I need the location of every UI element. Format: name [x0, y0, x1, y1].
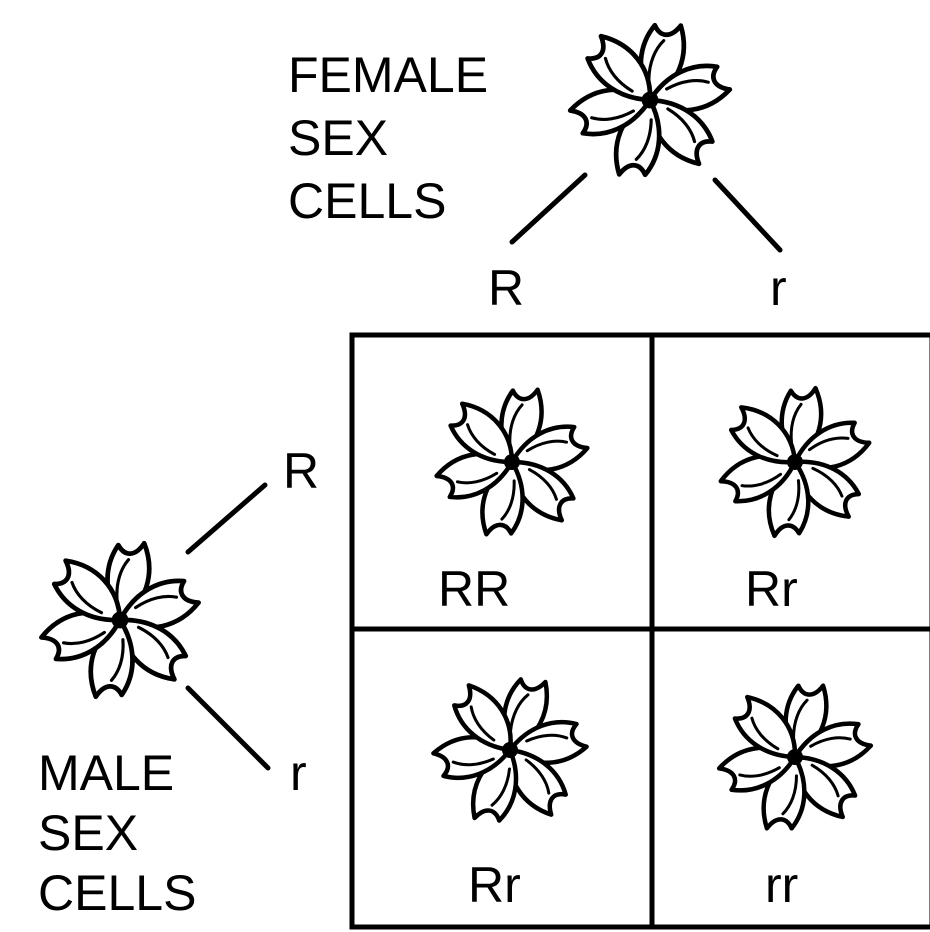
female-allele-right: r [770, 260, 787, 316]
male-branch-line-top [185, 482, 268, 555]
female-label-line-1: FEMALE [288, 47, 488, 103]
female-label-line-3: CELLS [288, 173, 446, 229]
male-branch-line-bottom [185, 685, 271, 771]
male-allele-top: R [283, 443, 319, 499]
punnett-grid [349, 332, 930, 930]
male-label-line-3: CELLS [38, 865, 196, 921]
female-parent-flower-icon [553, 2, 748, 197]
male-allele-bottom: r [290, 745, 307, 801]
genotype-bottom-right: rr [765, 857, 798, 913]
offspring-flower-top-left-icon [422, 372, 602, 552]
female-allele-left: R [488, 260, 524, 316]
female-branch-line-left [509, 172, 588, 245]
male-label-line-1: MALE [38, 745, 174, 801]
genotype-bottom-left: Rr [468, 857, 521, 913]
offspring-flower-bottom-right-icon [703, 665, 887, 849]
male-parent-flower-icon [28, 528, 212, 713]
female-label-line-2: SEX [288, 110, 388, 166]
genotype-top-left: RR [438, 561, 510, 617]
offspring-flower-bottom-left-icon [413, 653, 607, 848]
female-branch-line-right [712, 177, 783, 253]
offspring-flower-top-right-icon [709, 376, 880, 548]
male-label-line-2: SEX [38, 805, 138, 861]
genotype-top-right: Rr [745, 561, 798, 617]
